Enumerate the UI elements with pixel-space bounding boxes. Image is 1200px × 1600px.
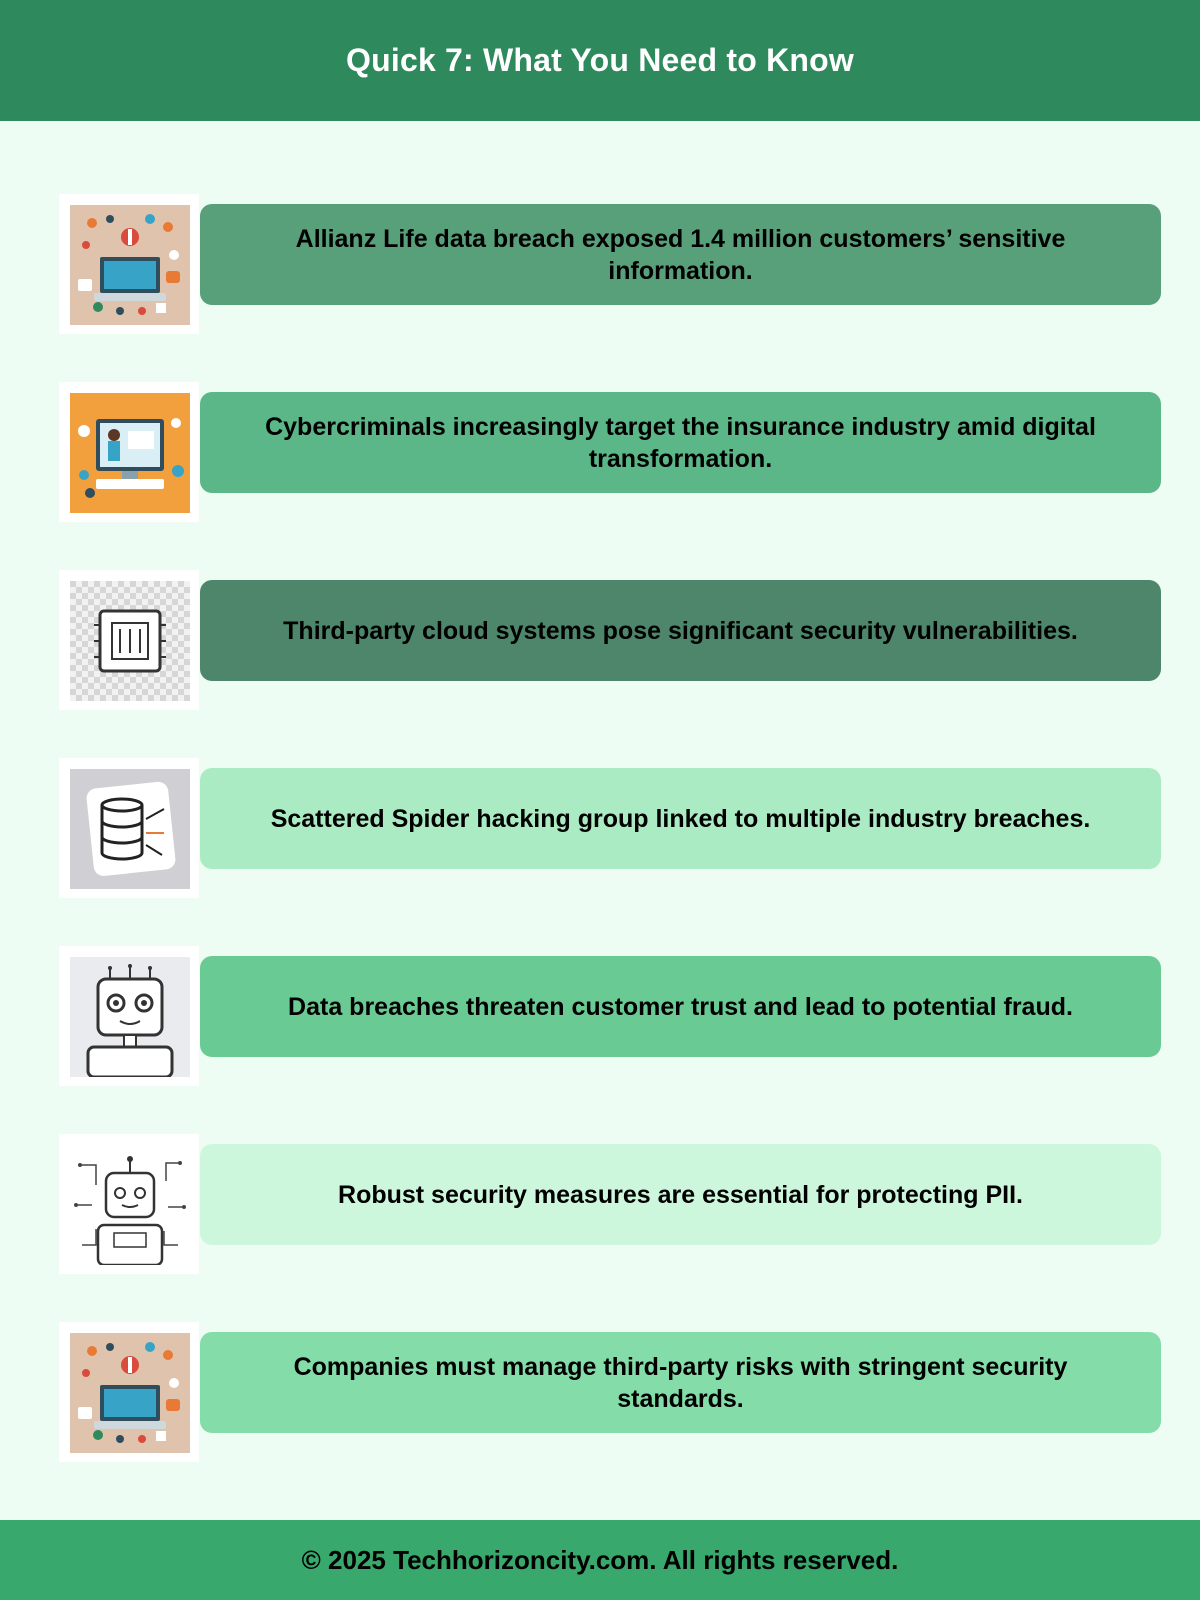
fact-text: Companies must manage third-party risks … [293, 1352, 1068, 1413]
robot-icon [70, 957, 190, 1077]
thumbnail [59, 946, 199, 1086]
fact-text: Third-party cloud systems pose significa… [283, 616, 1078, 645]
page-title: Quick 7: What You Need to Know [346, 42, 854, 78]
page-footer: © 2025 Techhorizoncity.com. All rights r… [0, 1520, 1200, 1600]
robot-circuit-icon [70, 1145, 190, 1265]
copyright-text: © 2025 Techhorizoncity.com. All rights r… [301, 1544, 899, 1575]
fact-text: Scattered Spider hacking group linked to… [270, 804, 1091, 833]
page-header: Quick 7: What You Need to Know [0, 0, 1200, 121]
fact-text: Cybercriminals increasingly target the i… [265, 412, 1096, 473]
thumbnail [59, 1134, 199, 1274]
thumbnail [59, 758, 199, 898]
fact-card: Data breaches threaten customer trust an… [200, 956, 1161, 1057]
list-item: Scattered Spider hacking group linked to… [59, 758, 1161, 898]
thumbnail [59, 1322, 199, 1462]
list-item: Companies must manage third-party risks … [59, 1322, 1161, 1462]
fact-text: Data breaches threaten customer trust an… [288, 992, 1073, 1021]
chip-icon [70, 581, 190, 701]
fact-card: Cybercriminals increasingly target the i… [200, 392, 1161, 493]
fact-text: Allianz Life data breach exposed 1.4 mil… [295, 224, 1066, 285]
list-item: Third-party cloud systems pose significa… [59, 570, 1161, 710]
list-item: Cybercriminals increasingly target the i… [59, 382, 1161, 522]
monitor-person-icon [70, 393, 190, 513]
fact-card: Companies must manage third-party risks … [200, 1332, 1161, 1433]
laptop-apps-icon [70, 205, 190, 325]
fact-card: Allianz Life data breach exposed 1.4 mil… [200, 204, 1161, 305]
list-item: Robust security measures are essential f… [59, 1134, 1161, 1274]
fact-text: Robust security measures are essential f… [338, 1180, 1023, 1209]
fact-card: Robust security measures are essential f… [200, 1144, 1161, 1245]
thumbnail [59, 382, 199, 522]
thumbnail [59, 194, 199, 334]
laptop-apps-icon [70, 1333, 190, 1453]
database-icon [70, 769, 190, 889]
list-item: Allianz Life data breach exposed 1.4 mil… [59, 194, 1161, 334]
fact-card: Third-party cloud systems pose significa… [200, 580, 1161, 681]
fact-card: Scattered Spider hacking group linked to… [200, 768, 1161, 869]
thumbnail [59, 570, 199, 710]
list-item: Data breaches threaten customer trust an… [59, 946, 1161, 1086]
